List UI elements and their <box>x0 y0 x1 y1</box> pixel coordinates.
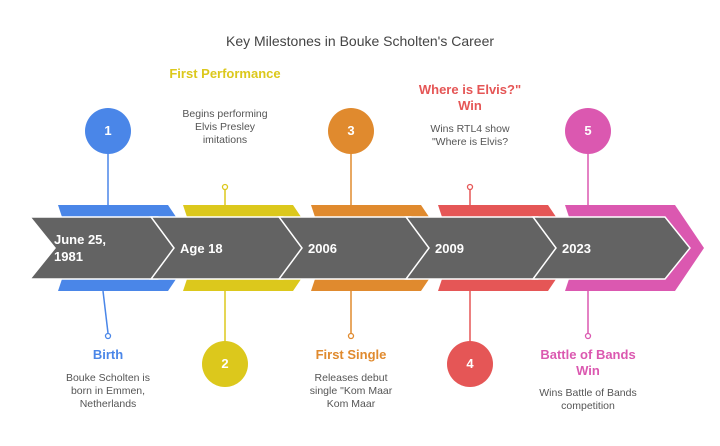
date-line-1: 2009 <box>435 241 464 256</box>
date-line-1: 2023 <box>562 241 591 256</box>
label-dot-2 <box>221 183 229 191</box>
milestone-title-5: Battle of Bands Win <box>540 347 636 378</box>
date-line-2: 1981 <box>54 249 83 264</box>
milestone-title-3: First Single <box>315 347 387 362</box>
milestone-number-3: 3 <box>347 123 355 138</box>
milestone-number-4: 4 <box>466 356 474 371</box>
label-dot-5 <box>584 332 592 340</box>
milestone-date-4: 2009 <box>435 240 464 257</box>
milestone-circle-1 <box>85 108 131 154</box>
chevron-bracket-4 <box>438 205 577 291</box>
milestone-date-3: 2006 <box>308 240 337 257</box>
milestone-number-5: 5 <box>584 123 592 138</box>
label-dot-1 <box>104 332 112 340</box>
chevron-bracket-1 <box>58 205 197 291</box>
chevron-bracket-3 <box>311 205 450 291</box>
chevron-bracket-5 <box>565 205 704 291</box>
milestone-date-2: Age 18 <box>180 240 223 257</box>
milestone-number-1: 1 <box>104 123 112 138</box>
label-dot-4 <box>466 183 474 191</box>
milestone-circle-2 <box>202 341 248 387</box>
label-dot-3 <box>347 332 355 340</box>
milestone-circle-5 <box>565 108 611 154</box>
timeline-segment-2 <box>149 216 309 280</box>
milestone-title-2: First Performance <box>169 66 281 81</box>
milestone-number-2: 2 <box>221 356 229 371</box>
milestone-date-1: June 25, 1981 <box>54 231 106 265</box>
milestone-circle-4 <box>447 341 493 387</box>
diagram-title: Key Milestones in Bouke Scholten's Caree… <box>225 33 495 49</box>
date-line-1: 2006 <box>308 241 337 256</box>
date-line-1: Age 18 <box>180 241 223 256</box>
milestone-description-1: Bouke Scholten is born in Emmen, Netherl… <box>65 372 151 410</box>
milestone-circle-3 <box>328 108 374 154</box>
milestone-description-2: Begins performing Elvis Presley imitatio… <box>182 108 268 146</box>
chevron-bracket-2 <box>183 205 322 291</box>
label-connector-1 <box>102 290 109 334</box>
milestone-title-4: Where is Elvis?" Win <box>418 82 522 113</box>
milestone-title-1: Birth <box>92 347 124 362</box>
date-line-1: June 25, <box>54 232 107 247</box>
milestone-description-5: Wins Battle of Bands competition <box>539 387 637 412</box>
milestone-description-3: Releases debut single "Kom Maar Kom Maar <box>309 372 393 410</box>
timeline-segment-5 <box>531 216 691 280</box>
milestone-description-4: Wins RTL4 show "Where is Elvis? <box>430 123 510 148</box>
milestone-date-5: 2023 <box>562 240 591 257</box>
